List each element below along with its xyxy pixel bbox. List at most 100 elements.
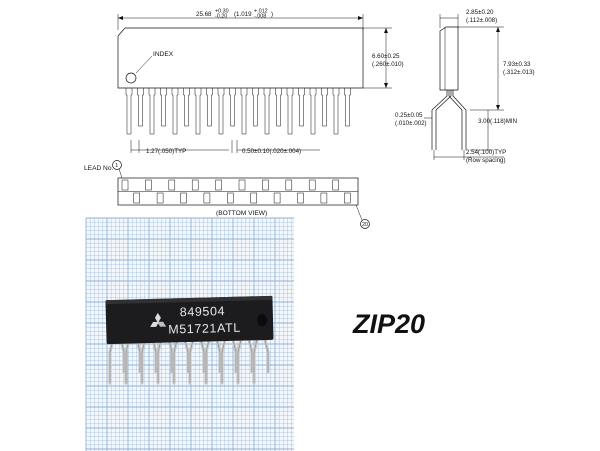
- side-width-dim: 2.85±0.20: [466, 9, 494, 16]
- side-width-inch: (.112±.008): [466, 17, 497, 24]
- front-lead: [183, 88, 190, 127]
- bottom-lead: [262, 179, 269, 191]
- lead-width-dim: 0.50±0.10(.020±.004): [242, 148, 301, 155]
- chip-pin-shade: [248, 339, 253, 372]
- chip-pin-shade: [120, 339, 125, 372]
- bottom-lead: [227, 192, 234, 204]
- chip-pin-shade: [200, 339, 205, 372]
- front-lead: [332, 88, 340, 135]
- chip-pin-shade: [264, 339, 269, 372]
- package-body-outline: [117, 27, 364, 89]
- top-length-tol-minus: -0.20: [215, 14, 227, 20]
- bottom-lead: [344, 192, 351, 204]
- side-lead-front: [431, 90, 452, 150]
- chip-pin-shade: [221, 339, 226, 383]
- front-lead: [206, 88, 213, 127]
- chip-pin-shade: [184, 339, 189, 372]
- front-lead: [298, 88, 305, 127]
- bottom-view: LEAD No. 1 (BOTTOM VIEW) 20: [84, 160, 370, 229]
- top-length-inch: (1.019: [234, 11, 252, 18]
- front-lead: [148, 88, 156, 135]
- bottom-lead: [145, 179, 152, 191]
- body-height-dim: 6.60±0.25: [372, 53, 400, 60]
- chip-body: [105, 295, 274, 345]
- chip-pin-shade: [168, 339, 173, 372]
- bottom-lead: [121, 179, 129, 191]
- bottom-leads: [121, 179, 351, 204]
- bottom-lead: [168, 179, 176, 191]
- mitsubishi-logo-icon: [150, 312, 167, 328]
- chip-pins: [108, 338, 270, 385]
- side-height-inch: (.312±.013): [503, 69, 535, 76]
- chip-pin-shade: [253, 339, 258, 383]
- front-lead: [321, 88, 328, 127]
- row-spacing-label: (Row spacing): [466, 157, 506, 164]
- chip-pin-shade: [136, 339, 141, 372]
- lead-length-dim: 3.00(.118)MIN: [478, 118, 517, 125]
- front-lead: [240, 88, 248, 135]
- front-lead: [160, 88, 167, 127]
- front-view: 25.68 +0.30 -0.20 (1.019 +.012 -.008 ) I…: [117, 9, 404, 155]
- top-length-inch-tol-minus: -.008: [254, 14, 266, 20]
- lead-first-callout: [112, 160, 122, 170]
- bottom-lead: [297, 192, 304, 204]
- top-length-inch-tol-plus: +.012: [254, 9, 268, 15]
- front-lead: [125, 88, 133, 135]
- index-mark: [125, 72, 137, 84]
- front-lead: [229, 88, 236, 127]
- chip-pin-shade: [205, 339, 210, 383]
- front-leads: [125, 88, 351, 135]
- chip-pin-shade: [152, 339, 157, 372]
- bottom-lead: [180, 192, 187, 204]
- front-lead: [286, 88, 294, 135]
- bottom-lead: [320, 192, 328, 204]
- lead-last-callout: [360, 219, 370, 229]
- chip-pin-shade: [173, 339, 178, 383]
- top-length-dim: 25.68: [196, 11, 212, 18]
- bottom-view-label: (BOTTOM VIEW): [216, 210, 267, 217]
- side-body-outline: [439, 26, 459, 91]
- chip-pin-shade: [232, 339, 237, 372]
- lead-thickness-dim: 0.25±0.05: [395, 112, 423, 119]
- chip-mounting-hole: [257, 314, 268, 327]
- chip-pin-shade: [189, 339, 194, 383]
- side-height-dim: 7.93±0.33: [503, 61, 531, 68]
- package-name: ZIP20: [352, 309, 425, 339]
- chip-photo: 849504 M51721ATL: [85, 217, 294, 451]
- chip-part-number: M51721ATL: [168, 321, 241, 337]
- bottom-lead: [133, 192, 140, 204]
- front-lead: [171, 88, 179, 135]
- front-lead: [344, 88, 351, 127]
- pitch-dim: 1.27(.050)TYP: [146, 148, 186, 155]
- chip-pin-shade: [141, 339, 146, 383]
- front-lead: [252, 88, 259, 127]
- chip-pin-shade: [216, 339, 221, 372]
- bottom-lead: [250, 192, 257, 204]
- body-height-inch: (.260±.010): [372, 61, 404, 68]
- front-lead: [217, 88, 225, 135]
- bottom-lead: [285, 179, 293, 191]
- side-view: 2.85±0.20 (.112±.008) 7.93±0.33 (.312±.0…: [395, 9, 535, 164]
- row-spacing-dim: 2.54(.100)TYP: [466, 149, 506, 156]
- side-lead-back: [448, 90, 467, 150]
- bottom-lead: [203, 192, 211, 204]
- front-lead: [309, 88, 317, 135]
- bottom-lead: [215, 179, 222, 191]
- bottom-lead: [273, 192, 281, 204]
- front-lead: [194, 88, 202, 135]
- front-lead: [263, 88, 271, 135]
- lead-thickness-inch: (.010±.002): [395, 120, 427, 127]
- bottom-lead: [332, 179, 339, 191]
- index-label: INDEX: [153, 51, 174, 58]
- top-length-tol-plus: +0.30: [215, 9, 229, 15]
- lead-last-number: 20: [362, 222, 368, 228]
- chip-pin-shade: [157, 339, 162, 383]
- top-length-inch-close: ): [271, 11, 273, 18]
- chip-pin-shade: [237, 339, 242, 383]
- lead-no-label: LEAD No.: [84, 165, 113, 172]
- chip-code: 849504: [180, 304, 226, 319]
- bottom-lead: [191, 179, 199, 191]
- lead-first-number: 1: [115, 163, 118, 169]
- bottom-lead: [238, 179, 246, 191]
